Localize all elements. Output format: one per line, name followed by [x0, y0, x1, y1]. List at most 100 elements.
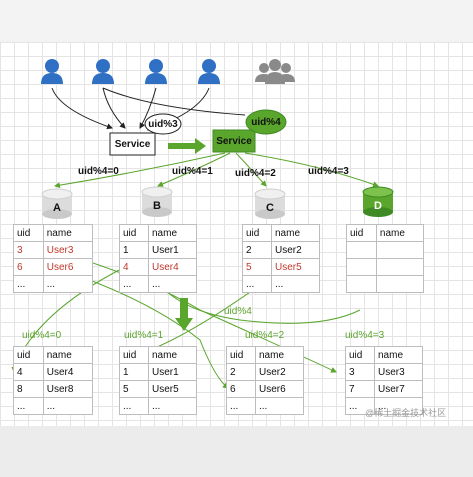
- table-row: ......: [226, 397, 304, 415]
- cell-name: User1: [148, 363, 197, 381]
- database-label-d: D: [374, 200, 382, 212]
- service-box-old: [109, 132, 156, 156]
- database-label-c: C: [266, 202, 274, 214]
- upgrade-arrow: [168, 138, 206, 154]
- database-label-a: A: [53, 202, 61, 214]
- col-uid: uid: [13, 224, 44, 242]
- col-name: name: [375, 224, 425, 242]
- new-route-label-2: uid%4=2: [245, 330, 285, 341]
- database-icon-c: [254, 188, 286, 219]
- cell-name: User3: [42, 241, 94, 259]
- table-row: ......: [13, 275, 94, 293]
- cell-uid: 6: [13, 258, 44, 276]
- cell-uid: 2: [226, 363, 256, 381]
- cell-uid: 4: [13, 363, 44, 381]
- cell-name: User8: [42, 380, 94, 398]
- user-icon-4: [198, 59, 220, 84]
- watermark: @稀土掘金技术社区: [365, 408, 447, 418]
- col-name: name: [148, 346, 197, 364]
- cell-name: ...: [42, 275, 94, 293]
- database-icon-b: [141, 186, 173, 217]
- cell-name: ...: [148, 397, 197, 415]
- route-label-3: uid%4=3: [308, 166, 349, 177]
- col-name: name: [42, 224, 94, 242]
- col-name: name: [255, 346, 304, 364]
- user-group-icon: [255, 59, 295, 84]
- cell-name: User6: [42, 258, 94, 276]
- cell-uid: 1: [119, 363, 149, 381]
- cell-uid: 3: [345, 363, 375, 381]
- cell-uid: ...: [119, 275, 149, 293]
- table-row: ......: [13, 397, 94, 415]
- cell-name: [375, 258, 425, 276]
- cell-uid: ...: [226, 397, 256, 415]
- table-row: [346, 275, 425, 293]
- badge-old-shape: [144, 113, 182, 135]
- col-name: name: [374, 346, 423, 364]
- service-box-new: [212, 129, 256, 153]
- cell-name: [375, 275, 425, 293]
- user-icon-2: [92, 59, 114, 84]
- cell-name: User5: [148, 380, 197, 398]
- cell-uid: 4: [119, 258, 149, 276]
- cell-uid: 6: [226, 380, 256, 398]
- table-row: [346, 241, 425, 259]
- col-name: name: [42, 346, 94, 364]
- cell-uid: 5: [242, 258, 272, 276]
- cell-uid: ...: [13, 397, 44, 415]
- cell-name: User4: [148, 258, 197, 276]
- cell-name: ...: [148, 275, 197, 293]
- route-label-0: uid%4=0: [78, 166, 119, 177]
- cell-uid: 5: [119, 380, 149, 398]
- cell-name: User2: [255, 363, 304, 381]
- new-route-label-0: uid%4=0: [22, 330, 62, 341]
- table-row: ......: [242, 275, 320, 293]
- route-label-2: uid%4=2: [235, 168, 276, 179]
- cell-name: User7: [374, 380, 423, 398]
- service-new-label: Service: [216, 135, 252, 147]
- cell-uid: 7: [345, 380, 375, 398]
- col-uid: uid: [345, 346, 375, 364]
- col-uid: uid: [226, 346, 256, 364]
- cell-uid: 1: [119, 241, 149, 259]
- cell-uid: [346, 258, 377, 276]
- col-uid: uid: [119, 224, 149, 242]
- service-old-badge: uid%3: [148, 118, 178, 130]
- table-row: ......: [345, 397, 423, 415]
- cell-uid: ...: [345, 397, 375, 415]
- cell-uid: ...: [13, 275, 44, 293]
- cell-uid: 2: [242, 241, 272, 259]
- user-icon-3: [145, 59, 167, 84]
- migration-arrow: [175, 298, 193, 331]
- new-route-label-3: uid%4=3: [345, 330, 385, 341]
- cell-uid: 3: [13, 241, 44, 259]
- cell-uid: ...: [242, 275, 272, 293]
- col-name: name: [271, 224, 320, 242]
- cell-uid: [346, 241, 377, 259]
- col-name: name: [148, 224, 197, 242]
- table-row: ......: [119, 397, 197, 415]
- service-old-label: Service: [114, 138, 151, 150]
- col-uid: uid: [13, 346, 44, 364]
- cell-uid: [346, 275, 377, 293]
- database-icon-a: [41, 188, 73, 219]
- cell-name: [375, 241, 425, 259]
- cell-name: User5: [271, 258, 320, 276]
